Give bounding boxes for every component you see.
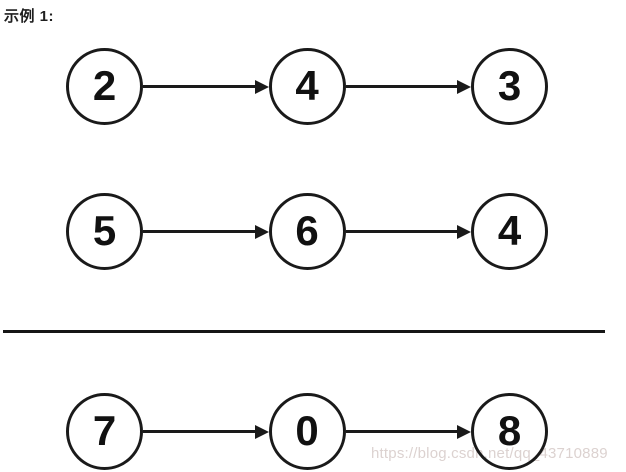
list-node-circle: 5 <box>66 193 143 270</box>
node-value: 6 <box>295 206 319 254</box>
arrow-shaft <box>345 230 457 233</box>
node-value: 5 <box>92 206 117 254</box>
arrow-head <box>457 79 471 94</box>
linked-list-row-2: 5 6 4 <box>66 193 548 270</box>
list-node-circle: 8 <box>471 393 548 470</box>
arrow-shaft <box>345 430 457 433</box>
arrow-shaft <box>345 85 457 88</box>
arrow-right-icon <box>345 48 471 125</box>
list-node-circle: 4 <box>471 193 548 270</box>
node-value: 3 <box>497 61 522 109</box>
divider-line <box>3 330 605 333</box>
node-value: 8 <box>497 406 522 454</box>
list-node-circle: 2 <box>66 48 143 125</box>
linked-list-row-1: 2 4 3 <box>66 48 548 125</box>
node-value: 4 <box>497 206 522 254</box>
arrow-head <box>254 424 269 439</box>
arrow-right-icon <box>143 393 269 470</box>
node-value: 7 <box>92 406 117 454</box>
arrow-shaft <box>143 430 255 433</box>
arrow-head <box>457 424 471 439</box>
arrow-right-icon <box>143 48 269 125</box>
arrow-shaft <box>143 230 255 233</box>
arrow-shaft <box>143 85 255 88</box>
arrow-head <box>254 224 269 239</box>
list-node-circle: 6 <box>268 193 346 270</box>
arrow-right-icon <box>345 193 471 270</box>
node-value: 0 <box>295 406 319 454</box>
list-node-circle: 7 <box>66 393 143 470</box>
arrow-head <box>254 79 269 94</box>
example-label: 示例 1: <box>4 8 55 25</box>
node-value: 4 <box>295 61 319 109</box>
arrow-right-icon <box>345 393 471 470</box>
arrow-head <box>457 224 471 239</box>
list-node-circle: 0 <box>268 393 346 470</box>
list-node-circle: 3 <box>471 48 548 125</box>
watermark: https://blog.csdn.net/qq_43710889 <box>371 445 608 462</box>
list-node-circle: 4 <box>268 48 346 125</box>
linked-list-row-result: 7 0 8 <box>66 393 548 470</box>
arrow-right-icon <box>143 193 269 270</box>
node-value: 2 <box>92 61 117 109</box>
